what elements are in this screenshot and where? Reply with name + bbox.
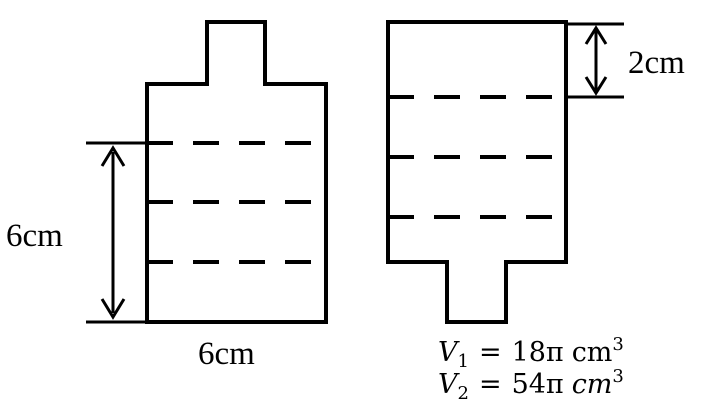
left-bottle-outline	[145, 20, 328, 324]
v1-equals: =	[479, 337, 502, 368]
volume-v2-equation: V2 = 54π cm3	[438, 366, 624, 404]
v2-subscript: 2	[458, 383, 469, 404]
right-bottle-outline	[386, 20, 568, 324]
v1-value: 18π	[512, 337, 564, 368]
left-width-label: 6cm	[198, 336, 255, 372]
v2-value: 54π	[512, 369, 564, 400]
v1-symbol: V	[438, 337, 460, 368]
right-gap-double-arrow	[584, 25, 608, 96]
v2-unit: cm	[572, 369, 613, 400]
left-height-double-arrow	[100, 145, 126, 320]
left-bottle: 6cm 6cm	[6, 20, 328, 372]
v2-equals: =	[479, 369, 502, 400]
v1-unit: cm	[572, 337, 613, 368]
v2-symbol: V	[438, 369, 460, 400]
v2-power: 3	[612, 366, 623, 387]
v1-power: 3	[612, 334, 623, 355]
v1-subscript: 1	[458, 351, 469, 372]
volume-v1-equation: V1 = 18π cm3	[438, 334, 624, 372]
left-height-label: 6cm	[6, 218, 63, 254]
right-bottle: 2cm	[386, 20, 685, 324]
right-gap-label: 2cm	[628, 45, 685, 81]
